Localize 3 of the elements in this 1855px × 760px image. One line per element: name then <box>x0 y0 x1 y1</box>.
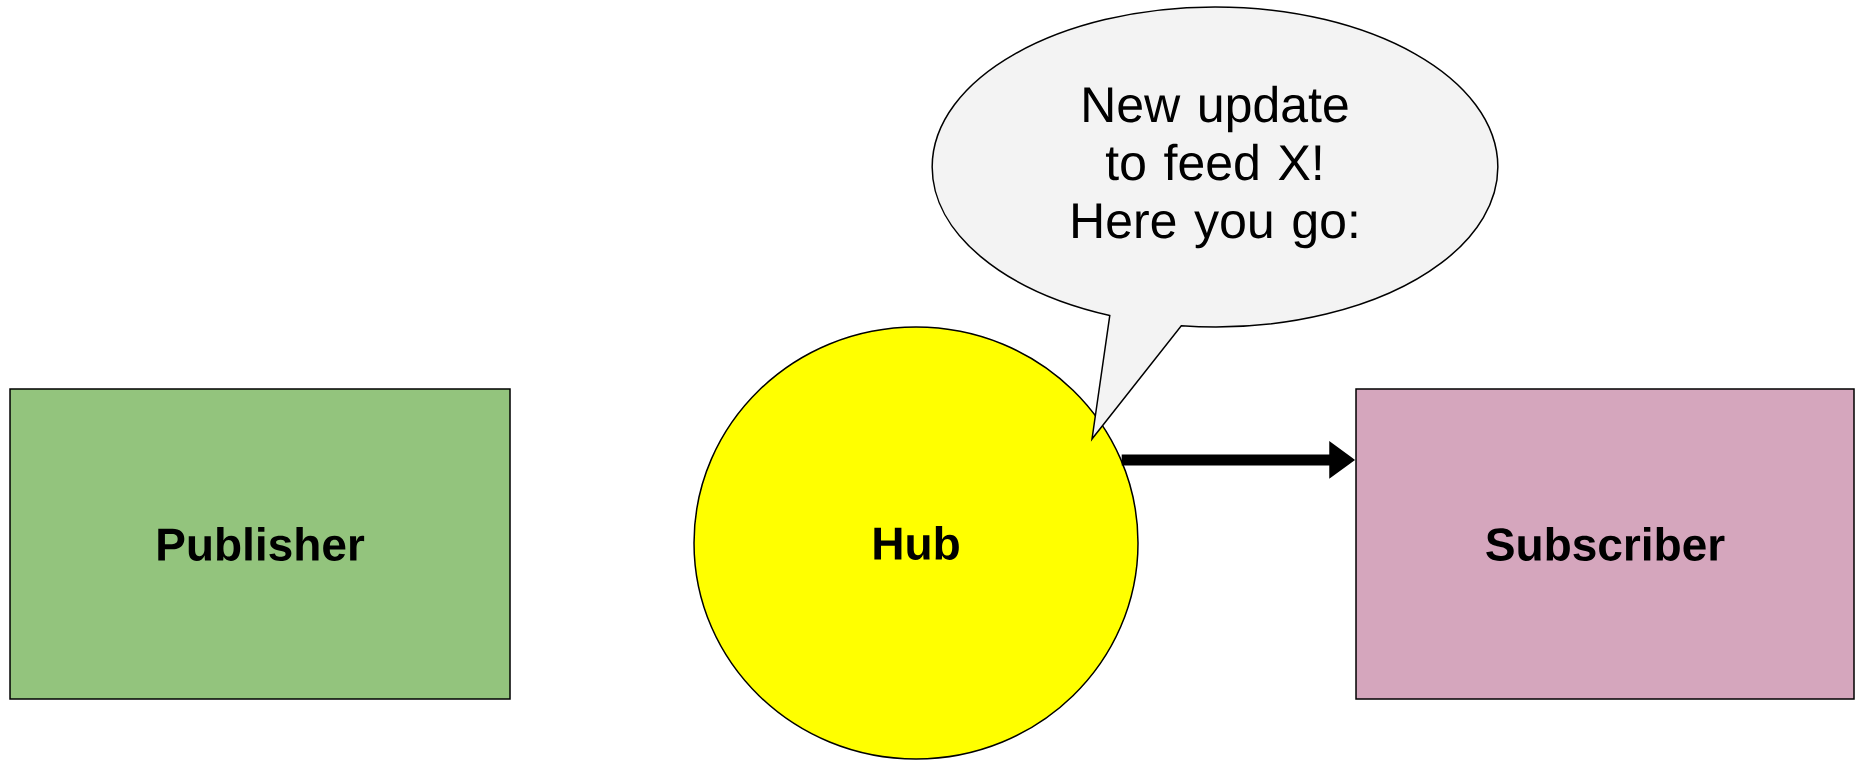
speech-bubble: New update to feed X! Here you go: <box>931 6 1499 440</box>
box: Publisher <box>9 388 511 700</box>
box: Subscriber <box>1355 388 1855 700</box>
